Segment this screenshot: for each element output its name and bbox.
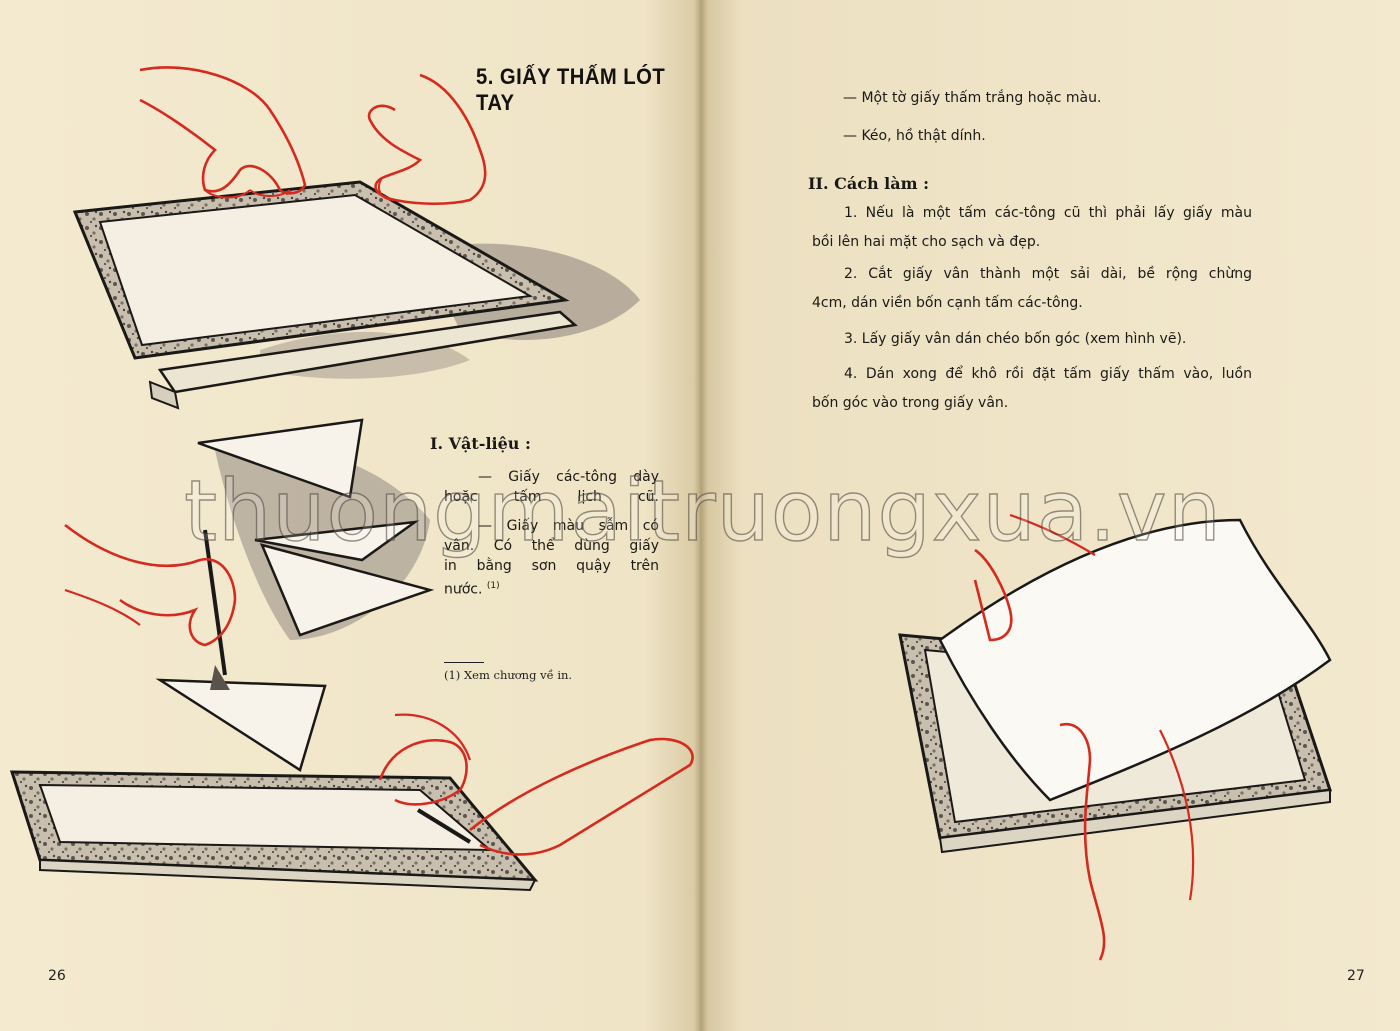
materials-continued-line: — Kéo, hồ thật dính.	[843, 128, 986, 144]
method-heading: II. Cách làm :	[808, 174, 930, 193]
hands-inserting-blotting-paper-illustration	[898, 513, 1333, 961]
page-title: 5. GIẤY THẤM LÓT TAY	[476, 64, 666, 115]
triangle-corner-pieces-illustration	[197, 418, 435, 640]
method-step: 4. Dán xong để khô rồi đặt tấm giấy thấm…	[812, 366, 1252, 411]
page-number-left: 26	[48, 968, 66, 984]
materials-line: hoặc tấm lịch cũ.	[444, 489, 659, 505]
materials-line: vân. Có thể dùng giấy	[444, 538, 659, 554]
materials-list: — Giấy các-tông dày hoặc tấm lịch cũ. — …	[444, 467, 659, 600]
method-step: 1. Nếu là một tấm các-tông cũ thì phải l…	[812, 205, 1252, 250]
footnote-marker: (1)	[486, 581, 500, 591]
materials-line: in bằng sơn quậy trên	[444, 558, 659, 574]
book-gutter	[694, 0, 708, 1031]
hand-brushing-glue-illustration	[64, 523, 327, 772]
right-page	[700, 0, 1400, 1031]
materials-line: nước. (1)	[444, 581, 500, 598]
hands-pressing-paper-onto-board-illustration	[72, 66, 640, 410]
materials-continued-line: — Một tờ giấy thấm trắng hoặc màu.	[843, 90, 1102, 106]
page-number-right: 27	[1347, 968, 1365, 984]
footnote-rule	[444, 662, 484, 663]
method-step: 3. Lấy giấy vân dán chéo bốn góc (xem hì…	[844, 331, 1187, 347]
hands-gluing-border-strip-illustration	[9, 713, 694, 892]
footnote: (1) Xem chương về in.	[444, 668, 573, 682]
materials-line: — Giấy các-tông dày	[478, 469, 659, 485]
method-step: 2. Cắt giấy vân thành một sải dài, bề rộ…	[812, 266, 1252, 311]
materials-line: — Giấy màu sẫm có	[478, 518, 659, 534]
materials-heading: I. Vật-liệu :	[430, 434, 531, 453]
